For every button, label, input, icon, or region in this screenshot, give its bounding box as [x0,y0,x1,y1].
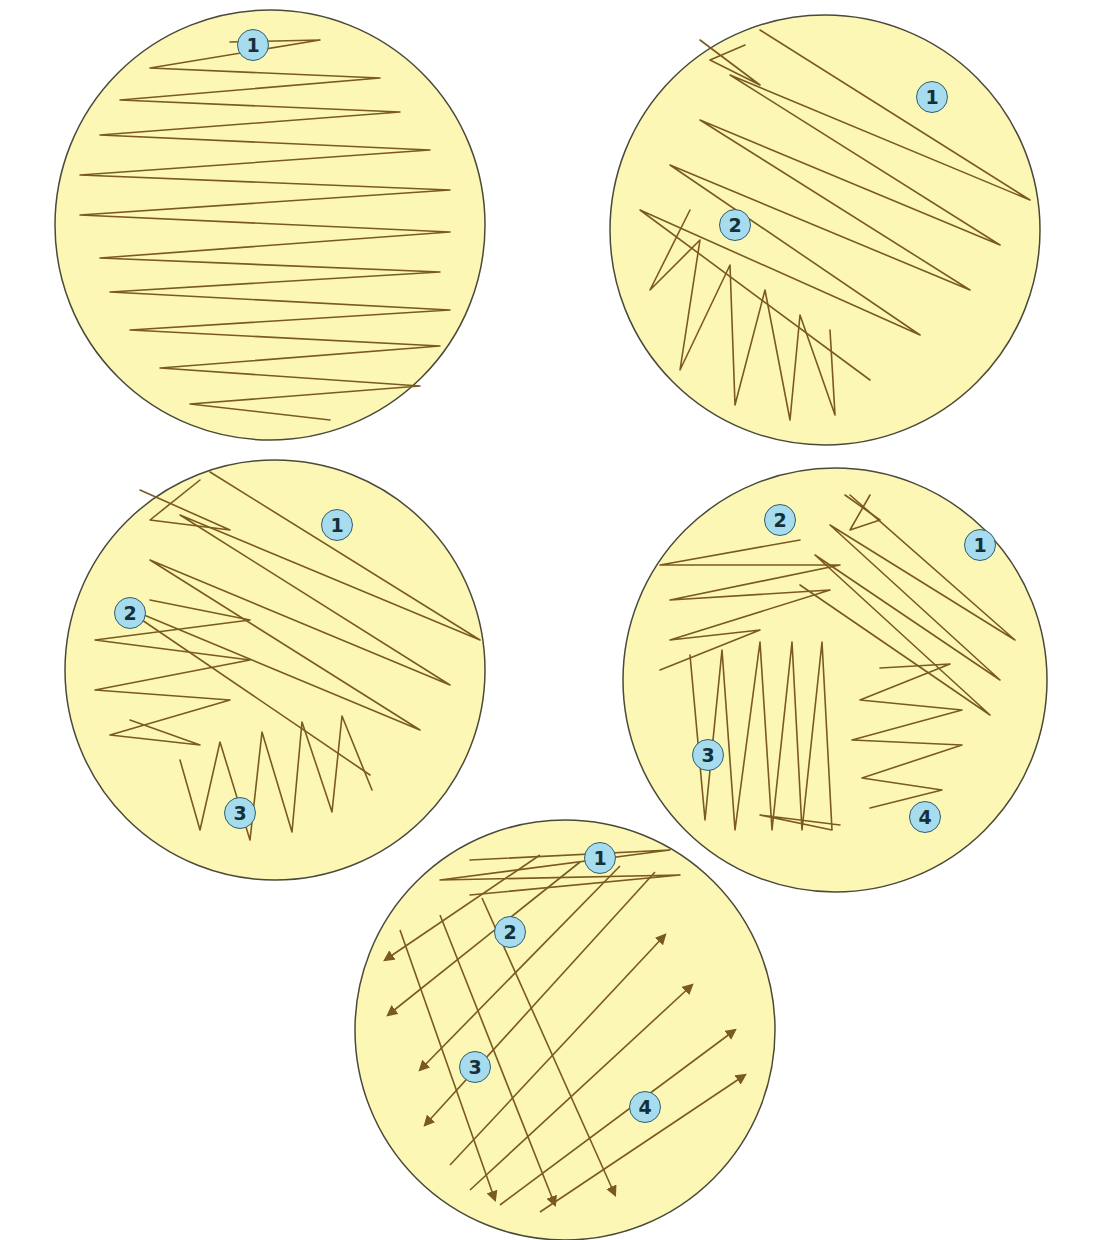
streak-line [80,40,450,420]
callout-circle: 3 [224,797,256,829]
streak-arrow [500,1030,735,1205]
callout-circle: 2 [114,597,146,629]
streak-arrow [440,915,555,1205]
petri-dish [355,820,775,1240]
petri-dish [623,468,1047,892]
callout-number: 4 [638,1098,651,1117]
streak-line [180,716,372,840]
petri-dish [610,15,1040,445]
callout-circle: 3 [459,1051,491,1083]
callout-number: 3 [701,746,714,765]
streak-arrow [400,930,495,1200]
callout-number: 2 [123,604,136,623]
callout-circle: 2 [719,209,751,241]
callout-circle: 2 [494,916,526,948]
callout-number: 1 [593,849,606,868]
streak-arrow [425,872,655,1125]
callout-number: 3 [233,804,246,823]
streak-line [440,850,680,895]
streak-arrow [420,866,620,1070]
callout-number: 2 [773,511,786,530]
callout-number: 1 [973,536,986,555]
petri-dish [55,10,485,440]
callout-number: 2 [503,923,516,942]
callout-circle: 1 [584,842,616,874]
callout-number: 3 [468,1058,481,1077]
streak-line [852,664,962,808]
streak-line [700,40,760,85]
streak-arrow [388,862,580,1015]
streak-line [690,642,840,830]
streak-arrow [540,1075,745,1212]
petri-dish [65,460,485,880]
streak-line [800,495,1015,715]
callout-number: 4 [918,808,931,827]
streak-arrow [385,855,540,960]
callout-circle: 3 [692,739,724,771]
streak-line [660,540,840,670]
callout-circle: 1 [237,29,269,61]
streak-line [845,495,880,530]
callout-number: 2 [728,216,741,235]
callout-number: 1 [925,88,938,107]
streak-line [120,472,480,775]
callout-circle: 4 [909,801,941,833]
streak-line [650,210,835,420]
callout-circle: 1 [964,529,996,561]
streak-arrow [482,898,615,1195]
callout-circle: 2 [764,504,796,536]
callout-number: 1 [330,516,343,535]
callout-circle: 1 [916,81,948,113]
callout-number: 1 [246,36,259,55]
streak-arrow [450,935,665,1165]
streak-line [140,480,230,530]
callout-circle: 1 [321,509,353,541]
streak-line [640,30,1030,380]
callout-circle: 4 [629,1091,661,1123]
